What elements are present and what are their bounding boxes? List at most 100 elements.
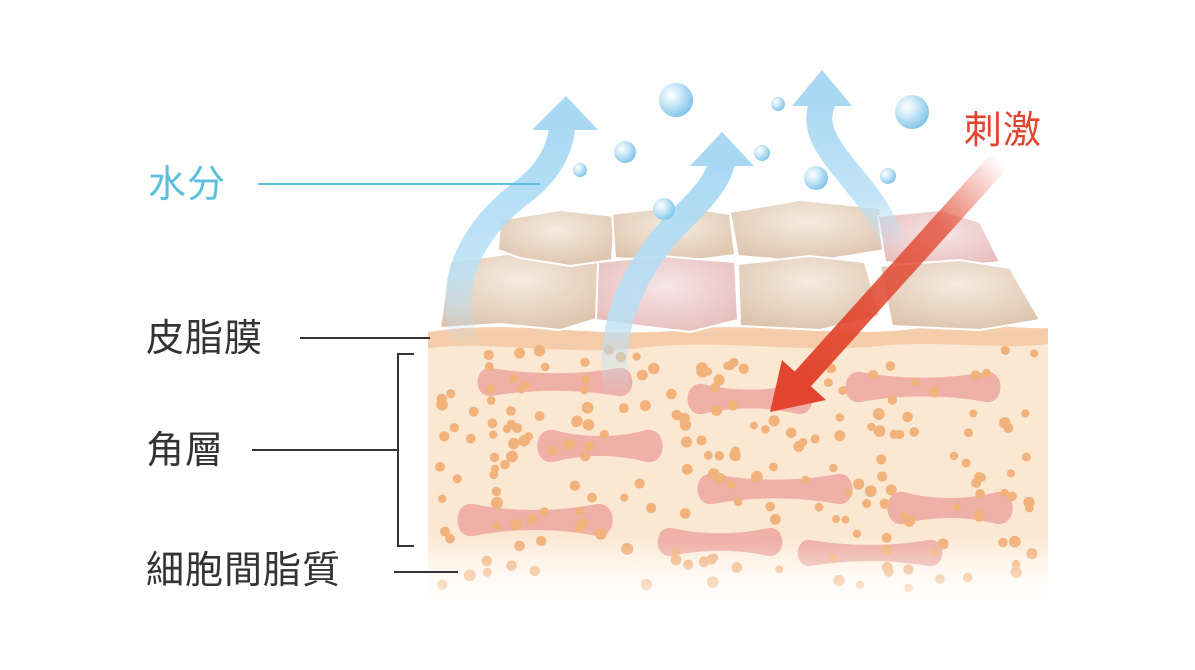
water-bubbles bbox=[573, 83, 929, 220]
lipid-dot bbox=[727, 480, 736, 489]
lipid-dot bbox=[769, 462, 778, 472]
corneocyte-cell bbox=[697, 473, 853, 505]
lipid-dot bbox=[587, 492, 597, 503]
lipid-dot bbox=[506, 419, 517, 430]
lipid-dot bbox=[436, 398, 448, 411]
moisture-arrow-icon bbox=[601, 132, 754, 413]
lipid-dot bbox=[484, 362, 494, 371]
lipid-dot bbox=[885, 361, 896, 371]
lipid-dot bbox=[887, 395, 898, 405]
lipid-dot bbox=[1021, 452, 1031, 462]
lipid-dot bbox=[639, 400, 651, 412]
lipid-dot bbox=[964, 428, 973, 438]
lipid-dot bbox=[785, 427, 797, 439]
skin-cross-section bbox=[420, 324, 1060, 620]
moisture-label: 水分 bbox=[148, 162, 227, 206]
lipid-dot bbox=[547, 445, 558, 456]
lipid-dot bbox=[571, 417, 581, 428]
lipid-dot bbox=[876, 454, 887, 465]
lipid-dot bbox=[439, 431, 450, 442]
lipid-dot bbox=[506, 450, 518, 463]
lipid-dot bbox=[468, 406, 479, 417]
lipid-dot bbox=[715, 473, 726, 484]
lipid-dot bbox=[911, 378, 921, 387]
lipid-dot bbox=[873, 425, 886, 437]
lipid-dot bbox=[1007, 491, 1017, 501]
lipid-dot bbox=[465, 433, 476, 444]
lipid-dot bbox=[844, 488, 853, 497]
lipid-dot bbox=[487, 418, 498, 429]
lipid-dot bbox=[853, 478, 865, 490]
lipid-dot bbox=[483, 349, 494, 361]
lipid-dot bbox=[770, 514, 781, 525]
lipid-dot bbox=[491, 464, 500, 473]
lipid-dot bbox=[509, 373, 518, 383]
lipid-dot bbox=[734, 497, 743, 507]
lipid-dot bbox=[902, 411, 913, 423]
sebum-film-layer bbox=[428, 324, 1048, 351]
lipid-dot bbox=[580, 357, 590, 367]
water-bubble-icon bbox=[771, 97, 785, 111]
stratum-corneum-label: 角層 bbox=[146, 428, 225, 472]
lipid-dot bbox=[449, 423, 459, 433]
lipid-dot bbox=[864, 485, 877, 498]
lipid-dot bbox=[666, 388, 677, 400]
water-bubble-icon bbox=[754, 145, 770, 161]
moisture-arrows bbox=[445, 70, 908, 413]
lipid-dot bbox=[969, 409, 978, 418]
lipid-dot bbox=[768, 415, 780, 427]
lipid-dot bbox=[580, 385, 589, 395]
lipid-dot bbox=[703, 450, 713, 460]
lipid-dot bbox=[801, 475, 810, 484]
lipid-dot bbox=[862, 498, 872, 508]
lipid-dot bbox=[838, 386, 848, 395]
lipid-dot bbox=[492, 521, 502, 531]
lipid-dot bbox=[1021, 409, 1030, 418]
lipid-dot bbox=[970, 370, 981, 381]
lipid-dot bbox=[520, 380, 531, 390]
lipid-dot bbox=[679, 419, 692, 431]
lipid-dot bbox=[581, 401, 594, 414]
lipid-dot bbox=[533, 345, 546, 357]
lipid-dot bbox=[949, 451, 959, 461]
lipid-dot bbox=[714, 451, 724, 461]
lipid-dot bbox=[446, 389, 456, 399]
lipid-dot bbox=[1030, 349, 1039, 358]
lipid-dot bbox=[1006, 469, 1016, 478]
lipid-dot bbox=[680, 508, 691, 519]
lipid-dot bbox=[524, 432, 533, 441]
bottom-fade bbox=[420, 540, 1060, 620]
sebum-film-label: 皮脂膜 bbox=[146, 316, 264, 360]
lipid-dot bbox=[971, 478, 982, 488]
water-bubble-icon bbox=[614, 141, 636, 163]
water-bubble-icon bbox=[895, 95, 929, 129]
lipid-dot bbox=[632, 352, 641, 361]
lipid-dot bbox=[889, 429, 899, 439]
lipid-dot bbox=[730, 451, 741, 462]
lipid-dot bbox=[841, 515, 850, 524]
lipid-dot bbox=[696, 435, 707, 446]
lipid-dot bbox=[435, 462, 445, 472]
lipid-dot bbox=[595, 528, 607, 540]
water-bubble-icon bbox=[880, 168, 896, 184]
lipid-dot bbox=[577, 518, 589, 529]
lipid-dot bbox=[765, 501, 775, 512]
lipid-dot bbox=[824, 378, 833, 387]
lipid-dot bbox=[485, 384, 496, 395]
lipid-dot bbox=[929, 388, 939, 398]
lipid-dot bbox=[973, 510, 985, 522]
corneocyte-cell bbox=[537, 429, 663, 463]
lipid-dot bbox=[569, 480, 581, 491]
lipid-dot bbox=[810, 434, 820, 444]
lipid-dot bbox=[514, 347, 526, 359]
lipid-dot bbox=[620, 493, 629, 502]
lipid-dot bbox=[877, 471, 888, 482]
lipid-dot bbox=[909, 427, 919, 437]
lipid-dot bbox=[440, 526, 450, 537]
lipid-dot bbox=[852, 529, 862, 538]
lipid-dot bbox=[452, 474, 462, 484]
lipid-dot bbox=[814, 502, 824, 512]
lipid-dot bbox=[491, 496, 503, 509]
lipid-dot bbox=[872, 408, 885, 420]
